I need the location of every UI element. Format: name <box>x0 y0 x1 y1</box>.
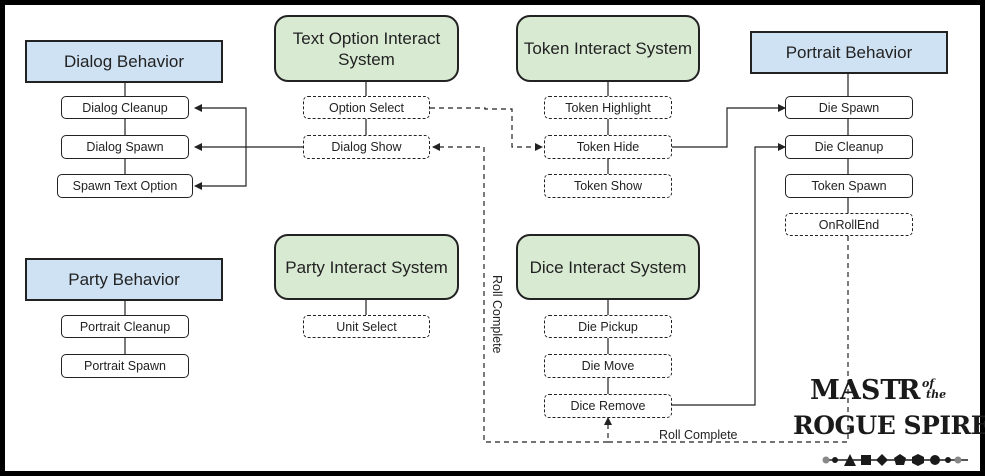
logo-of-text: of <box>922 377 935 390</box>
unit-select-event: Unit Select <box>303 315 430 338</box>
dice-remove-event: Dice Remove <box>544 394 672 418</box>
token-spawn-node: Token Spawn <box>785 174 913 198</box>
logo-line1-main: MAST <box>810 375 901 406</box>
master-of-the-rogue-spire-logo: MAST R of the ROGUE SPIRE <box>792 375 985 475</box>
die-spawn-node: Die Spawn <box>785 96 913 119</box>
logo-the-text: the <box>926 388 947 401</box>
edge-optionselect-to-tokenhide <box>430 107 543 151</box>
dialog-show-event: Dialog Show <box>303 135 430 159</box>
connector-layer <box>124 74 849 443</box>
dialog-behavior-title: Dialog Behavior <box>25 40 223 83</box>
diagram-canvas: Dialog Behavior Dialog Cleanup Dialog Sp… <box>5 5 985 471</box>
die-move-event: Die Move <box>544 354 672 378</box>
spawn-text-option-node: Spawn Text Option <box>57 174 193 198</box>
token-hide-event: Token Hide <box>544 135 672 159</box>
logo-line2: ROGUE SPIRE <box>793 411 985 440</box>
die-cleanup-node: Die Cleanup <box>785 135 913 159</box>
logo-dice-shapes-icon <box>822 454 968 466</box>
onrollend-event: OnRollEnd <box>785 213 913 236</box>
dice-system-title: Dice Interact System <box>516 234 700 300</box>
party-behavior-title: Party Behavior <box>25 258 223 301</box>
text-option-system-title: Text Option Interact System <box>274 15 459 82</box>
dialog-cleanup-node: Dialog Cleanup <box>61 96 189 119</box>
edge-onrollend-to-diceremove <box>604 236 849 443</box>
dialog-spawn-node: Dialog Spawn <box>61 135 189 159</box>
roll-complete-horizontal-label: Roll Complete <box>659 428 738 442</box>
die-pickup-event: Die Pickup <box>544 315 672 338</box>
token-show-event: Token Show <box>544 174 672 198</box>
edge-onrollend-to-dialogshow <box>432 143 608 443</box>
party-system-title: Party Interact System <box>274 234 459 300</box>
token-highlight-event: Token Highlight <box>544 96 672 119</box>
edge-dialogshow-to-spawntextoption <box>194 147 247 190</box>
edge-dialogshow-to-dialogcleanup <box>194 104 247 147</box>
portrait-spawn-node: Portrait Spawn <box>61 354 189 378</box>
portrait-cleanup-node: Portrait Cleanup <box>61 315 189 338</box>
roll-complete-vertical-label: Roll Complete <box>490 275 504 354</box>
portrait-behavior-title: Portrait Behavior <box>750 31 948 74</box>
token-system-title: Token Interact System <box>516 15 700 82</box>
logo-line1-r: R <box>898 375 921 406</box>
edge-tokenhide-to-diespawn <box>672 104 786 148</box>
option-select-event: Option Select <box>303 96 430 119</box>
edge-diceremove-to-diecleanup <box>672 143 786 406</box>
